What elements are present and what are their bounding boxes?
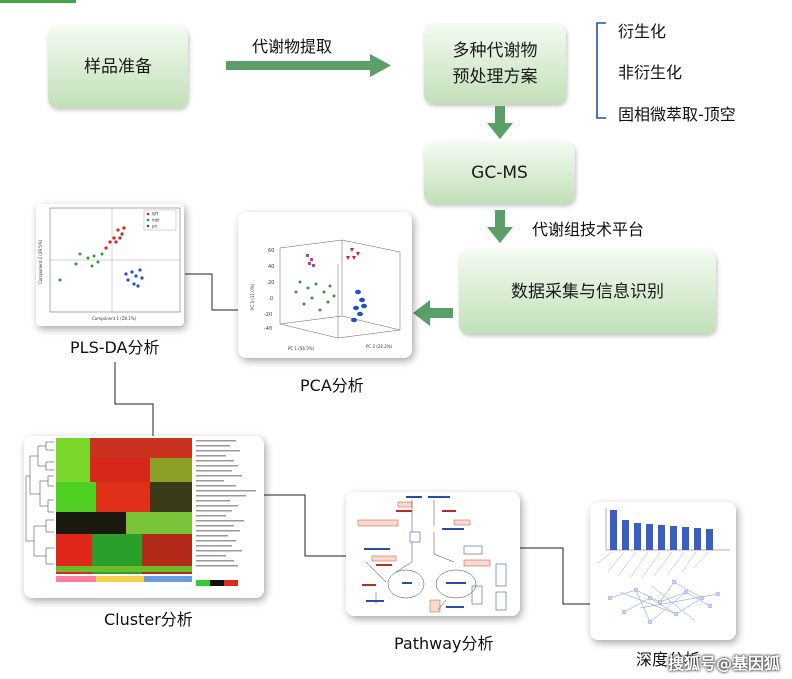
- right-arrow-icon: [226, 54, 391, 77]
- plsda-xlabel: Component 1 (28.1%): [92, 316, 137, 321]
- svg-text:-40: -40: [264, 326, 272, 332]
- cluster-card: [24, 436, 264, 598]
- down-arrow-icon: [487, 210, 513, 243]
- option-spme: 固相微萃取-顶空: [618, 105, 736, 124]
- pathway-card: [346, 492, 520, 616]
- deep-analysis-caption: 深度分析: [636, 650, 701, 669]
- pretreatment-box: 多种代谢物 预处理方案: [424, 24, 566, 104]
- option-non-derivatization: 非衍生化: [618, 63, 683, 82]
- pca-xlabel: PC 1 (56.5%): [288, 346, 315, 351]
- plsda-caption: PLS-DA分析: [70, 338, 160, 357]
- gcms-box: GC-MS: [424, 142, 575, 204]
- down-arrow-icon: [487, 106, 513, 139]
- extraction-label: 代谢物提取: [252, 37, 333, 56]
- acquisition-box: 数据采集与信息识别: [459, 250, 716, 334]
- pretreatment-line1: 多种代谢物: [452, 41, 538, 61]
- pca-card: 60 40 20 0 -20 -40 PC 1 (56.5%) PC 2 (22.2%)…: [238, 212, 412, 358]
- plsda-legend-pir: pir: [152, 224, 158, 229]
- plsda-legend-wt: WT: [152, 212, 159, 217]
- pretreatment-line2: 预处理方案: [452, 67, 538, 87]
- option-derivatization: 衍生化: [618, 22, 667, 41]
- deep-analysis-card: [590, 502, 736, 640]
- bracket-icon: [596, 22, 606, 119]
- plsda-plot: WT mbl pir Component 1 (28.1%) Component…: [38, 207, 181, 321]
- pca-plot: 60 40 20 0 -20 -40 PC 1 (56.5%) PC 2 (22.2%)…: [250, 239, 401, 351]
- svg-text:0: 0: [270, 296, 273, 302]
- svg-text:20: 20: [268, 280, 274, 286]
- pca-ylabel: PC 3 (11.0%): [250, 283, 255, 310]
- watermark: 搜狐号@基因狐: [668, 654, 781, 673]
- cluster-caption: Cluster分析: [104, 610, 193, 629]
- sample-prep-label: 样品准备: [84, 57, 152, 77]
- svg-text:60: 60: [268, 248, 274, 254]
- deep-analysis-plot: [595, 508, 730, 625]
- plsda-ylabel: Component 2 (39.5%): [38, 239, 43, 284]
- pathway-caption: Pathway分析: [394, 634, 494, 653]
- cluster-heatmap: [25, 438, 256, 586]
- left-arrow-icon: [413, 300, 453, 326]
- pca-caption: PCA分析: [300, 376, 364, 395]
- plsda-card: WT mbl pir Component 1 (28.1%) Component…: [36, 204, 184, 326]
- svg-text:-20: -20: [264, 312, 272, 318]
- pca-zlabel: PC 2 (22.2%): [366, 344, 393, 349]
- pathway-diagram: [357, 496, 507, 613]
- gcms-label: GC-MS: [471, 163, 528, 183]
- platform-label: 代谢组技术平台: [532, 220, 645, 239]
- sample-prep-box: 样品准备: [48, 26, 188, 108]
- top-accent-line: [0, 0, 76, 3]
- svg-text:40: 40: [268, 264, 274, 270]
- plsda-legend-mbl: mbl: [152, 218, 160, 223]
- acquisition-label: 数据采集与信息识别: [511, 282, 664, 302]
